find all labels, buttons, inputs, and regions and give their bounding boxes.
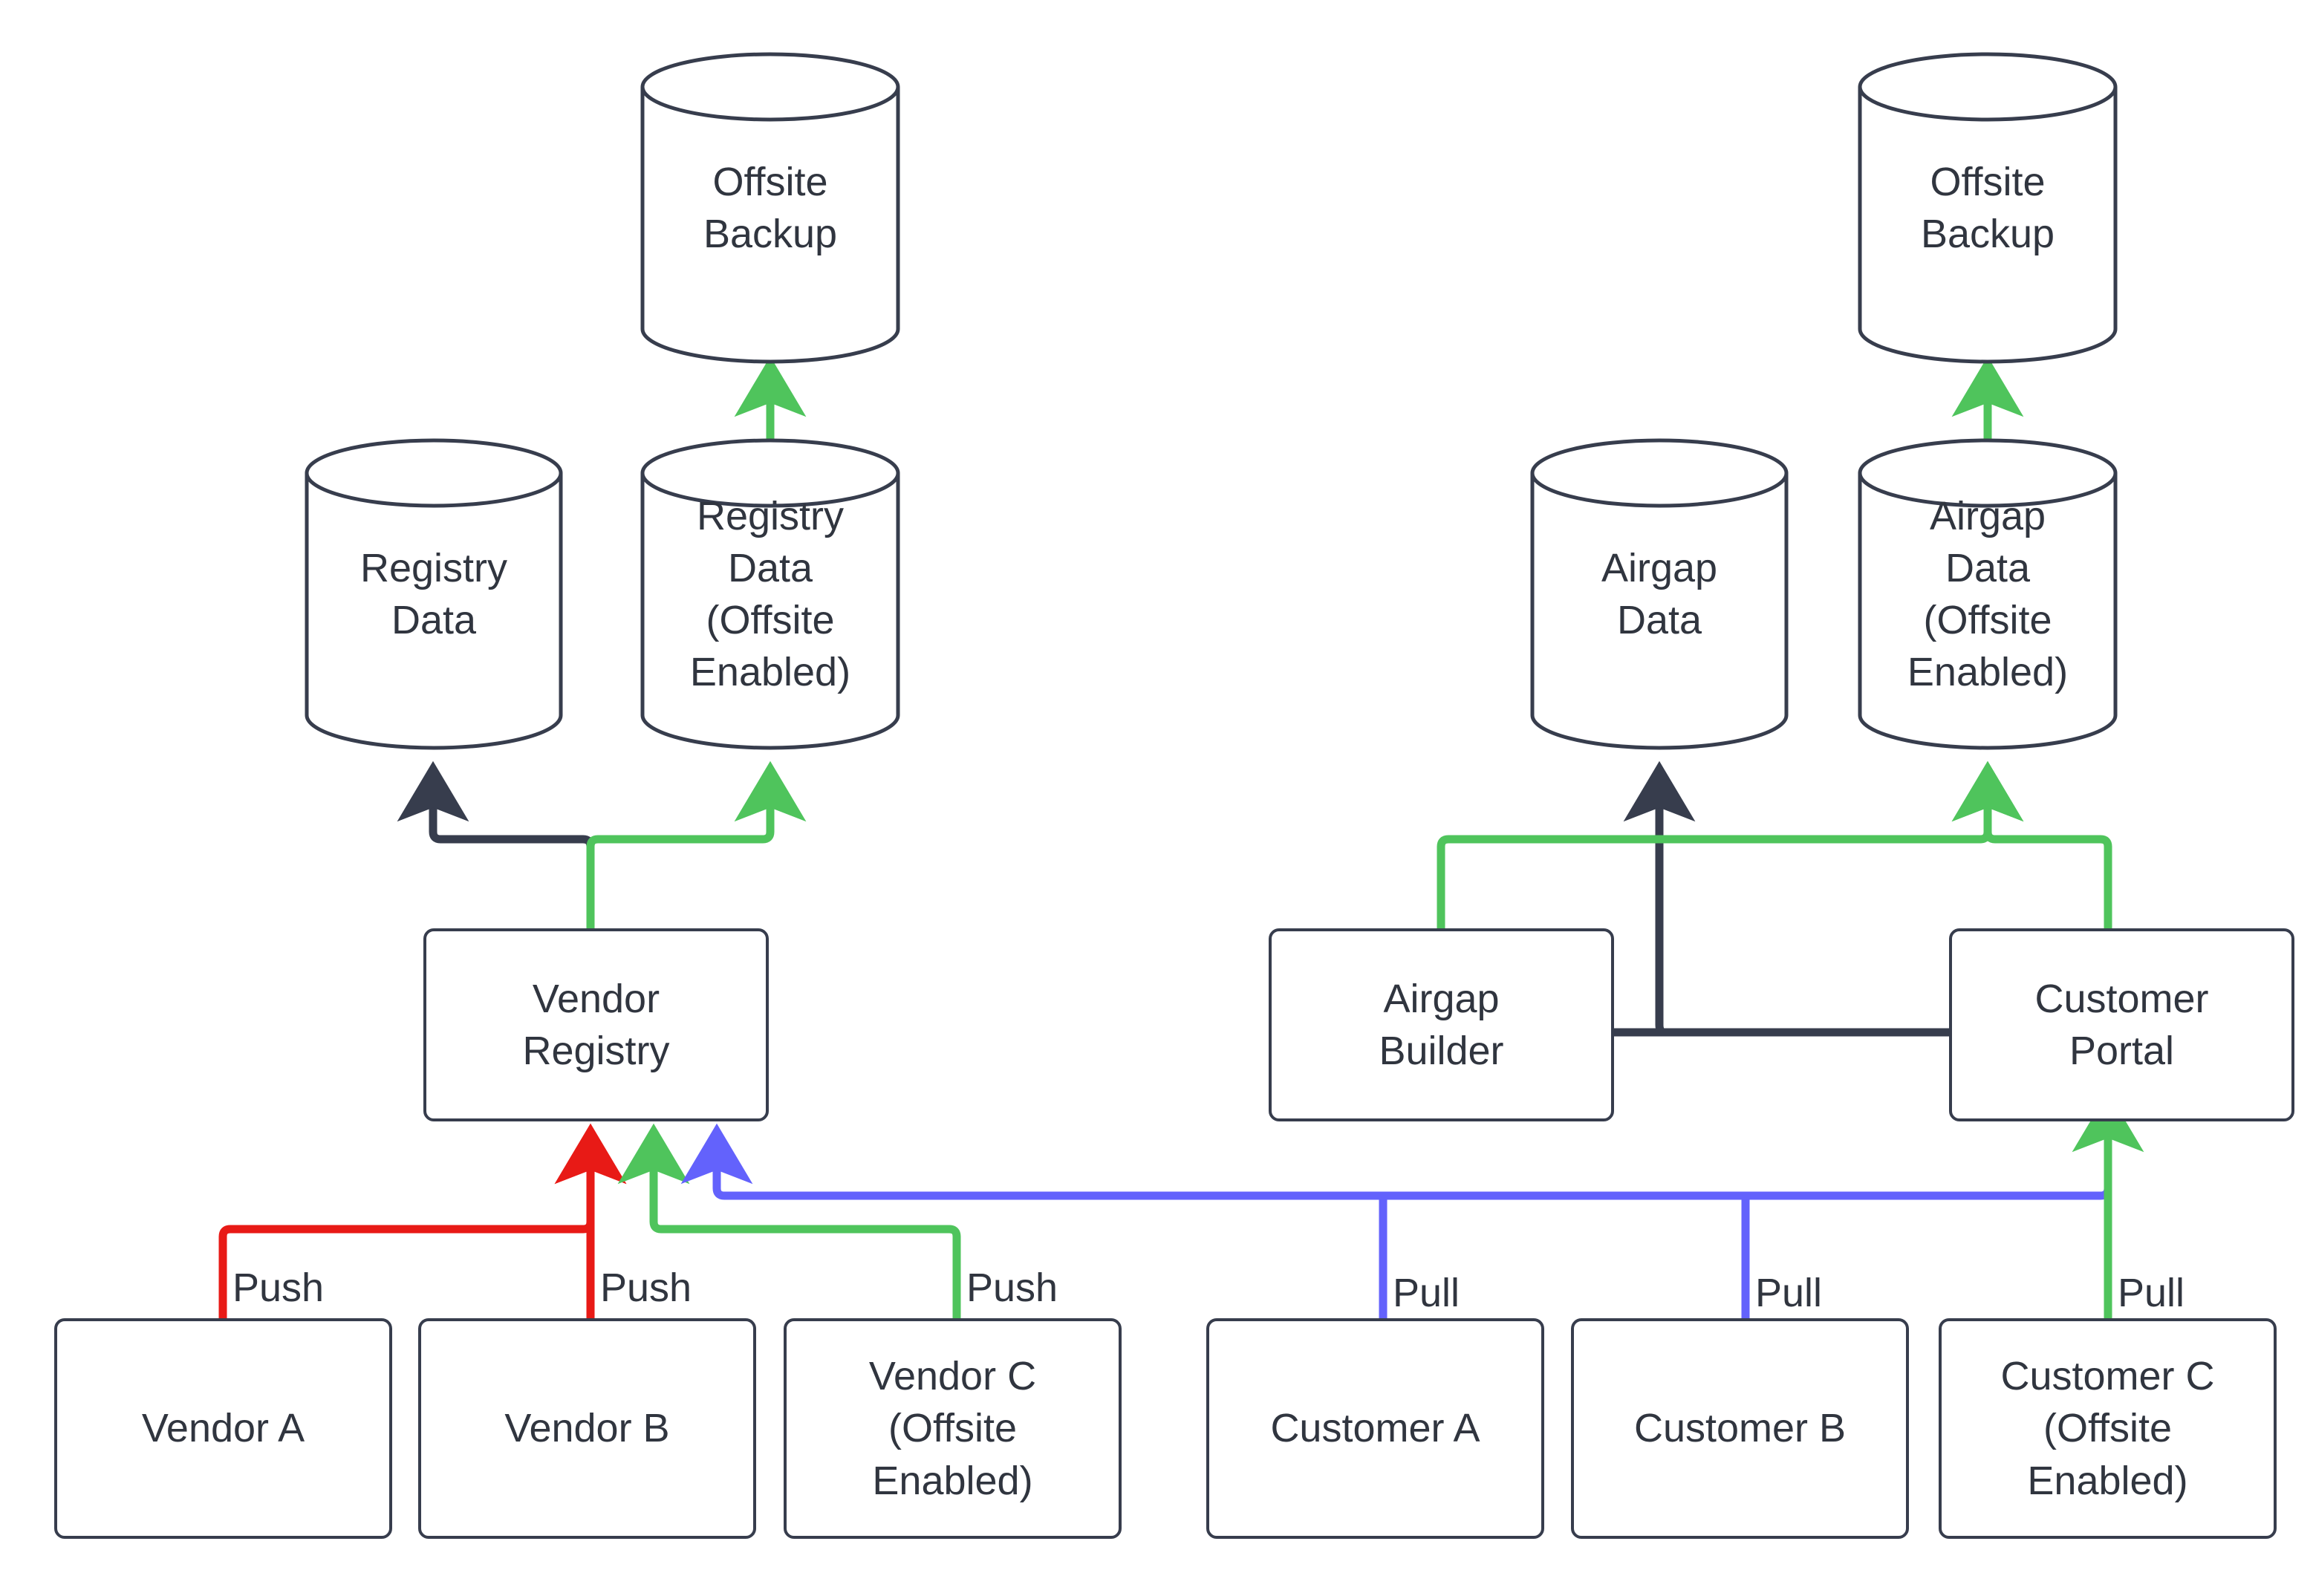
edge-vendor-registry-to-registry-data-offsite bbox=[586, 760, 807, 928]
node-label: Customer B bbox=[1633, 1406, 1847, 1451]
node-customer-c[interactable]: Customer C (Offsite Enabled) bbox=[1939, 1318, 2277, 1539]
node-vendor-c[interactable]: Vendor C (Offsite Enabled) bbox=[784, 1318, 1122, 1539]
node-registry-data-offsite: Registry Data (Offsite Enabled) bbox=[640, 438, 900, 750]
node-label: Airgap Builder bbox=[1379, 976, 1504, 1073]
node-label: Offsite Backup bbox=[703, 159, 838, 256]
node-offsite-backup-right: Offsite Backup bbox=[1858, 52, 2118, 364]
node-label: Vendor B bbox=[504, 1406, 670, 1451]
node-label: Vendor C (Offsite Enabled) bbox=[868, 1354, 1037, 1503]
cylinder-shape bbox=[1858, 438, 2118, 750]
node-airgap-builder[interactable]: Airgap Builder bbox=[1269, 928, 1614, 1121]
edge-airgap-builder-to-airgap-data bbox=[1623, 760, 1696, 1037]
node-vendor-registry[interactable]: Vendor Registry bbox=[423, 928, 769, 1121]
node-offsite-backup-left: Offsite Backup bbox=[640, 52, 900, 364]
node-vendor-b[interactable]: Vendor B bbox=[418, 1318, 756, 1539]
node-customer-b[interactable]: Customer B bbox=[1571, 1318, 1909, 1539]
edge-label-vendor-c-push: Push bbox=[966, 1266, 1058, 1310]
node-airgap-data: Airgap Data bbox=[1530, 438, 1789, 750]
edge-vendor-registry-to-registry-data bbox=[397, 760, 595, 928]
edge-label-customer-c-pull: Pull bbox=[2118, 1271, 2185, 1315]
edge-customer-portal-pull-to-vendor-registry bbox=[680, 1118, 2112, 1200]
node-label: Vendor A bbox=[141, 1406, 305, 1451]
node-label: Vendor Registry bbox=[522, 976, 670, 1073]
node-label: Registry Data bbox=[360, 545, 508, 642]
node-customer-a[interactable]: Customer A bbox=[1206, 1318, 1544, 1539]
cylinder-shape bbox=[640, 438, 900, 750]
cylinder-shape bbox=[640, 52, 900, 364]
node-registry-data: Registry Data bbox=[305, 438, 563, 750]
edge-vendor-c-push bbox=[617, 1123, 961, 1318]
cylinder-shape bbox=[1530, 438, 1789, 750]
edge-label-customer-a-pull: Pull bbox=[1393, 1271, 1460, 1315]
cylinder-shape bbox=[305, 438, 563, 750]
edge-label-vendor-b-push: Push bbox=[600, 1266, 692, 1310]
node-label: Airgap Data (Offsite Enabled) bbox=[1907, 493, 2069, 695]
node-label: Customer A bbox=[1270, 1406, 1480, 1451]
node-label: Offsite Backup bbox=[1920, 159, 2055, 256]
cylinder-shape bbox=[1858, 52, 2118, 364]
edge-label-customer-b-pull: Pull bbox=[1755, 1271, 1823, 1315]
node-airgap-data-offsite: Airgap Data (Offsite Enabled) bbox=[1858, 438, 2118, 750]
edge-airgap-builder-to-airgap-data-offsite bbox=[1437, 760, 2024, 928]
node-label: Registry Data (Offsite Enabled) bbox=[689, 493, 851, 695]
edge-label-vendor-a-push: Push bbox=[232, 1266, 325, 1310]
node-label: Customer Portal bbox=[2034, 976, 2209, 1073]
node-customer-portal[interactable]: Customer Portal bbox=[1949, 928, 2294, 1121]
node-label: Airgap Data bbox=[1601, 545, 1718, 642]
edge-customer-portal-to-airgap-data-offsite bbox=[1951, 760, 2112, 928]
node-vendor-a[interactable]: Vendor A bbox=[54, 1318, 392, 1539]
node-label: Customer C (Offsite Enabled) bbox=[2000, 1354, 2215, 1503]
